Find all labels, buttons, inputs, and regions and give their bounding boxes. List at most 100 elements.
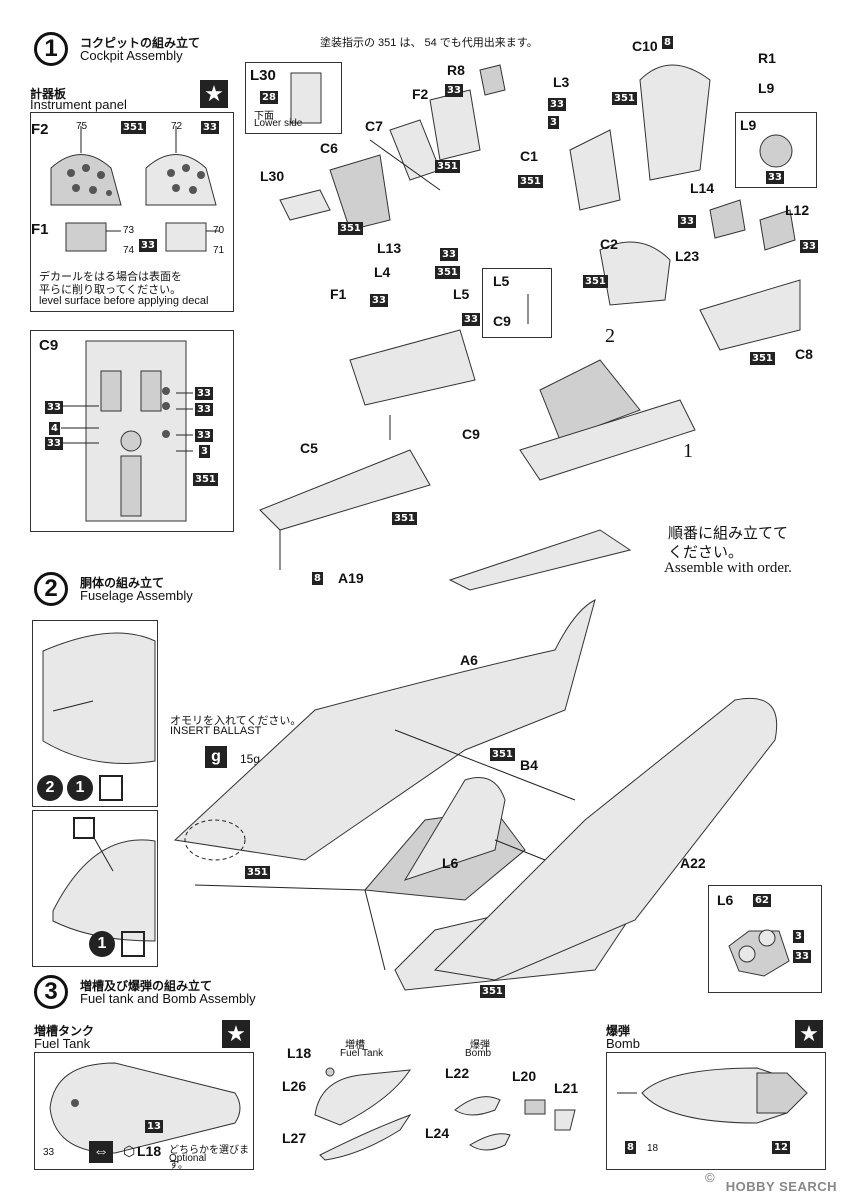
color-33: 33 <box>445 84 463 97</box>
symbol-2: 2 <box>37 775 63 801</box>
color-33: 33 <box>462 313 480 326</box>
color-33: 33 <box>793 950 811 963</box>
ballast-en: INSERT BALLAST <box>170 725 262 737</box>
part-R1: R1 <box>758 50 776 66</box>
choose-jp: どちらかを選びます。 <box>169 1145 249 1171</box>
instrument-panel-box: F2 75 351 72 33 F1 73 74 70 33 71 デカールをは… <box>30 112 234 312</box>
color-33: 33 <box>201 121 219 134</box>
instrument-panel-jp: 計器板 <box>30 87 67 101</box>
color-351: 351 <box>245 866 270 879</box>
color-33: 33 <box>195 403 213 416</box>
watermark: HOBBY SEARCH <box>725 1179 837 1194</box>
step2-title-en: Fuselage Assembly <box>80 588 193 603</box>
fuel-tank-jp: 増槽タンク <box>34 1024 95 1038</box>
part-F1: F1 <box>31 221 49 238</box>
order-1: 1 <box>683 440 693 462</box>
bomb2-jp: 爆弾 <box>606 1024 631 1038</box>
color-3: 3 <box>199 445 210 458</box>
l6-detail-box: L6 62 3 33 <box>708 885 822 993</box>
instrument-panel-en: Instrument panel <box>30 97 127 112</box>
paint-note: 塗装指示の 351 は、 54 でも代用出来ます。 <box>320 37 538 49</box>
part-F2: F2 <box>31 121 49 138</box>
part-L27: L27 <box>282 1130 307 1146</box>
order-note-jp1: 順番に組み立てて <box>668 525 789 542</box>
part-R8: R8 <box>447 62 465 78</box>
step2-title-jp: 胴体の組み立て <box>80 576 165 590</box>
color-351: 351 <box>518 175 543 188</box>
part-L21: L21 <box>554 1080 579 1096</box>
color-351: 351 <box>583 275 608 288</box>
color-3: 3 <box>793 930 804 943</box>
star-icon: ★ <box>795 1020 823 1048</box>
color-4: 4 <box>49 422 60 435</box>
bomb-en: Bomb <box>465 1048 492 1059</box>
order-note-jp2: ください。 <box>668 544 744 561</box>
l9-detail-box: L9 33 <box>735 112 817 188</box>
part-C1: C1 <box>520 148 538 164</box>
color-62: 62 <box>753 894 771 907</box>
part-L12: L12 <box>785 202 810 218</box>
step2-number: 2 <box>34 572 68 606</box>
color-351: 351 <box>392 512 417 525</box>
color-351: 351 <box>435 266 460 279</box>
fuel-tank-detail-box: 13 33 ⇔ ⬡ L18 どちらかを選びます。 Optional <box>34 1052 254 1171</box>
color-8: 8 <box>662 36 673 49</box>
step3-number: 3 <box>34 975 68 1009</box>
part-A22: A22 <box>680 855 706 871</box>
decal-note-en: level surface before applying decal <box>39 295 209 307</box>
color-351: 351 <box>435 160 460 173</box>
part-L14: L14 <box>690 180 715 196</box>
choose-en: Optional <box>169 1153 207 1164</box>
drill-icon <box>121 931 145 957</box>
part-L24: L24 <box>425 1125 450 1141</box>
step1-title-en: Cockpit Assembly <box>80 48 183 63</box>
lower-side-jp: 下面 <box>254 111 274 122</box>
step1-title-jp: コクピットの組み立て <box>80 36 201 50</box>
part-B4: B4 <box>520 757 538 773</box>
decal-75: 75 <box>76 121 88 132</box>
color-33: 33 <box>370 294 388 307</box>
color-8: 8 <box>312 572 323 585</box>
decal-8: 8 <box>625 1141 636 1154</box>
fuel-tank2-en: Fuel Tank <box>340 1048 384 1059</box>
part-C2: C2 <box>600 236 618 252</box>
order-2: 2 <box>605 325 615 347</box>
part-L30: L30 <box>250 67 276 84</box>
fuel-tank2-jp: 増槽 <box>345 1040 365 1051</box>
drill-icon <box>99 775 123 801</box>
decal-note-jp2: 平らに削り取ってください。 <box>39 284 182 296</box>
part-L18-option: L18 <box>137 1143 162 1159</box>
color-351: 351 <box>612 92 637 105</box>
part-C9-detail2: C9 <box>493 313 511 329</box>
decal-33: 33 <box>43 1147 55 1158</box>
color-33: 33 <box>440 248 458 261</box>
part-L18: L18 <box>287 1045 312 1061</box>
color-351: 351 <box>750 352 775 365</box>
decal-18: 18 <box>647 1143 659 1154</box>
color-3: 3 <box>548 116 559 129</box>
hexagon-icon: ⬡ <box>123 1143 136 1159</box>
part-L6: L6 <box>442 855 459 871</box>
part-C7: C7 <box>365 118 383 134</box>
part-A19: A19 <box>338 570 364 586</box>
decal-74: 74 <box>123 245 135 256</box>
decal-note-jp1: デカールをはる場合は表面を <box>39 271 182 283</box>
symbol-1: 1 <box>67 775 93 801</box>
color-33: 33 <box>45 401 63 414</box>
part-L20: L20 <box>512 1068 537 1084</box>
color-351: 351 <box>490 748 515 761</box>
part-L9: L9 <box>758 80 775 96</box>
part-L5-detail: L5 <box>493 273 510 289</box>
part-C5: C5 <box>300 440 318 456</box>
step3-title-jp: 増槽及び爆弾の組み立て <box>80 979 213 993</box>
color-33: 33 <box>766 171 784 184</box>
color-351: 351 <box>193 473 218 486</box>
part-L5: L5 <box>453 286 470 302</box>
c9-detail-box: C9 33 4 33 33 33 33 3 351 <box>30 330 234 532</box>
ballast-weight: 15g <box>240 752 261 766</box>
star-icon: ★ <box>200 80 228 108</box>
part-L9-detail: L9 <box>740 117 757 133</box>
bomb-jp: 爆弾 <box>470 1040 490 1051</box>
part-F2-main: F2 <box>412 86 429 102</box>
part-C8: C8 <box>795 346 813 362</box>
